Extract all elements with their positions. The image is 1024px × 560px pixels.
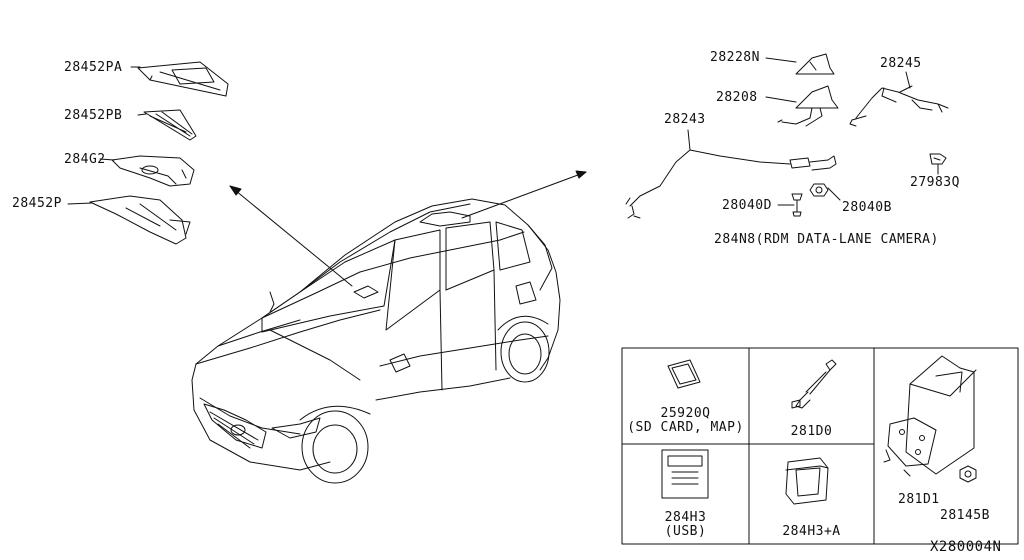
part-28452PA-shape xyxy=(137,61,229,97)
label-28452PA: 28452PA xyxy=(64,60,123,75)
part-28452PB-shape xyxy=(143,109,197,141)
label-25920Q-note: (SD CARD, MAP) xyxy=(627,420,744,435)
label-28040D: 28040D xyxy=(722,198,772,213)
label-284G2: 284G2 xyxy=(64,152,106,167)
label-284H3: 284H3 xyxy=(664,510,707,525)
label-28208: 28208 xyxy=(716,90,758,105)
leader-28452PB xyxy=(137,113,147,116)
part-28243-shape xyxy=(625,149,837,219)
leader-28243 xyxy=(687,129,691,151)
part-28145B-shape xyxy=(959,465,977,483)
diagram-code: X280004N xyxy=(930,539,1002,555)
part-284H3A-shape xyxy=(785,457,829,505)
leader-284G2 xyxy=(99,158,115,161)
part-281D0-shape xyxy=(791,359,837,409)
leader-28245 xyxy=(905,71,911,89)
part-28245-shape xyxy=(849,85,949,127)
label-284H3-note: (USB) xyxy=(664,524,707,539)
label-28040B: 28040B xyxy=(842,200,892,215)
parts-table-grid xyxy=(621,347,1019,545)
label-284H3A: 284H3+A xyxy=(782,524,841,539)
label-28145B: 28145B xyxy=(940,508,990,523)
label-281D0: 281D0 xyxy=(790,424,833,439)
label-27983Q: 27983Q xyxy=(910,175,960,190)
label-28228N: 28228N xyxy=(710,50,760,65)
label-28245: 28245 xyxy=(880,56,922,71)
part-284H3-shape xyxy=(661,449,709,499)
part-281D1-shape xyxy=(883,355,977,477)
label-28243: 28243 xyxy=(664,112,706,127)
leader-28228N xyxy=(765,57,797,63)
label-25920Q: 25920Q xyxy=(660,406,711,421)
part-284G2-shape xyxy=(111,155,195,187)
part-28040D-shape xyxy=(791,193,803,217)
leader-28208 xyxy=(765,96,797,103)
leader-28452P xyxy=(67,202,93,205)
part-28452P-shape xyxy=(89,195,191,245)
part-27983Q-shape xyxy=(929,153,947,165)
part-28040B-shape xyxy=(809,183,829,197)
label-28452P: 28452P xyxy=(12,196,62,211)
part-25920Q-shape xyxy=(667,359,701,389)
pointer-arrows xyxy=(229,170,587,287)
label-281D1: 281D1 xyxy=(898,492,940,507)
label-28452PB: 28452PB xyxy=(64,108,123,123)
vehicle-illustration xyxy=(191,198,561,484)
part-28228N-shape xyxy=(795,53,835,75)
leader-28040B xyxy=(827,187,841,201)
part-28208-shape xyxy=(777,85,839,127)
label-camera-note: 284N8(RDM DATA-LANE CAMERA) xyxy=(714,232,939,247)
